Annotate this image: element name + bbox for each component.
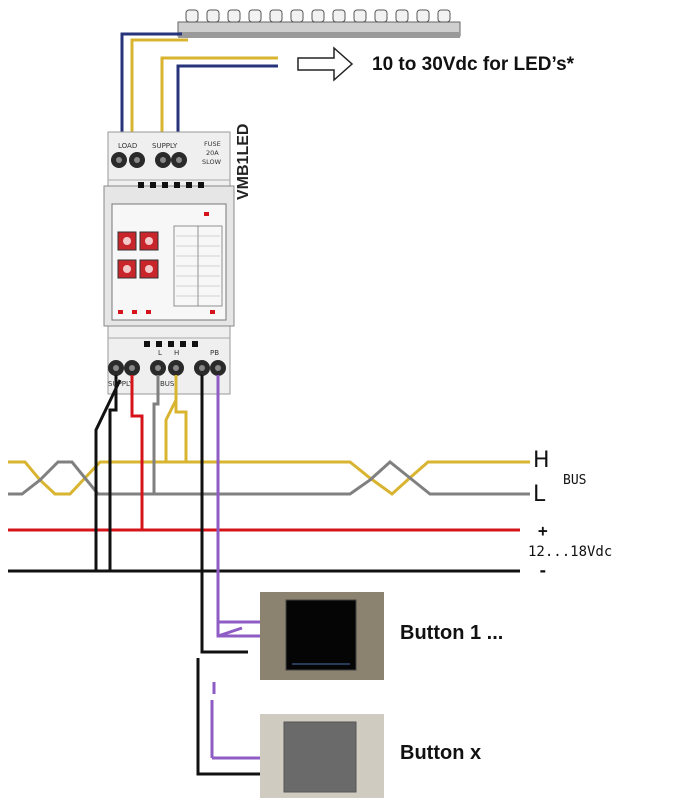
h-terminal-label: H [174, 349, 179, 357]
led-wires [120, 32, 278, 142]
bus-h-label: H [533, 448, 550, 473]
push-button-icon [260, 714, 384, 798]
bus-wires [8, 375, 530, 776]
supply-top-label: SUPPLY [152, 142, 178, 150]
din-module-icon: LOAD SUPPLY FUSE 20A SLOW SUPPLY BUS L H… [103, 124, 252, 395]
plus-label: + [538, 521, 548, 540]
fuse-type-label: SLOW [202, 158, 222, 166]
fuse-rating-label: 20A [206, 149, 219, 157]
l-terminal-label: L [158, 349, 162, 357]
bus-label: BUS [563, 473, 587, 488]
module-name-label: VMB1LED [235, 124, 252, 200]
buttonx-label: Button x [400, 742, 482, 764]
bus-terminal-label: BUS [160, 380, 175, 388]
button1-label: Button 1 ... [400, 622, 504, 644]
bus-l-label: L [533, 482, 546, 507]
led-supply-label: 10 to 30Vdc for LED’s* [372, 54, 575, 75]
supply-bottom-label: SUPPLY [108, 380, 134, 388]
arrow-right-icon [297, 46, 354, 82]
fuse-label: FUSE [204, 140, 221, 148]
push-button-icon [260, 592, 384, 680]
led-strip-icon [177, 9, 461, 38]
voltage-label: 12...18Vdc [528, 544, 613, 560]
load-label: LOAD [118, 142, 137, 150]
minus-label: - [538, 561, 548, 580]
pb-terminal-label: PB [210, 349, 219, 357]
